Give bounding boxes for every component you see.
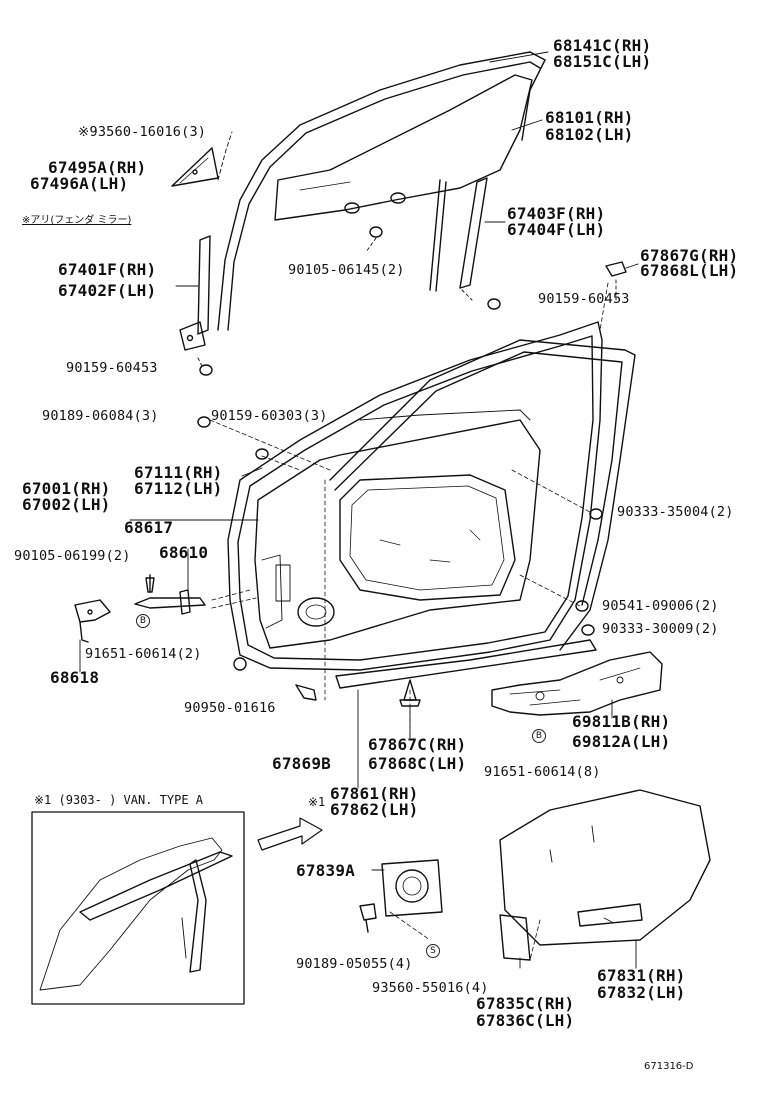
- label-90189-06084: 90189-06084(3): [42, 408, 159, 424]
- label-93560-55016: 93560-55016(4): [372, 980, 489, 996]
- label-90105-06145: 90105-06145(2): [288, 262, 405, 278]
- rear-division-bar: [429, 177, 501, 310]
- label-67002: 67002(LH): [22, 495, 111, 514]
- label-67835c: 67835C(RH): [476, 994, 575, 1013]
- label-67862: 67862(LH): [330, 800, 419, 819]
- label-68617: 68617: [124, 518, 174, 537]
- label-90541-09006: 90541-09006(2): [602, 598, 719, 614]
- door-weatherstrip: [227, 321, 636, 671]
- mirror-base: [171, 131, 233, 187]
- label-90333-30009: 90333-30009(2): [602, 621, 719, 637]
- label-90159-60453-lower: 90159-60453: [66, 360, 158, 376]
- label-90950-01616: 90950-01616: [184, 700, 276, 716]
- label-69811b: 69811B(RH): [572, 712, 671, 731]
- label-inset-van-type: ※1 (9303- ) VAN. TYPE A: [34, 793, 203, 807]
- label-68610: 68610: [159, 543, 209, 562]
- label-69812a: 69812A(LH): [572, 732, 671, 751]
- trim-sheet: [499, 789, 711, 961]
- clip: [605, 261, 627, 301]
- label-67832: 67832(LH): [597, 983, 686, 1002]
- label-67495a: 67495A(RH): [48, 158, 147, 177]
- fasteners: [197, 416, 603, 707]
- label-67869b: 67869B: [272, 754, 331, 773]
- label-67839a: 67839A: [296, 861, 355, 880]
- label-67001: 67001(RH): [22, 479, 111, 498]
- service-hole-cover: [359, 859, 443, 933]
- inset-arrow: [257, 817, 323, 851]
- belt-moulding: [335, 639, 597, 689]
- label-68618: 68618: [50, 668, 100, 687]
- label-67111: 67111(RH): [134, 463, 223, 482]
- label-67402f: 67402F(LH): [58, 281, 157, 300]
- label-67496a: 67496A(LH): [30, 174, 129, 193]
- label-68101: 68101(RH): [545, 108, 634, 127]
- marker-s-screw: S: [426, 944, 440, 958]
- marker-b-lock: B: [532, 729, 546, 743]
- front-division-bar: [179, 235, 213, 376]
- diagram-code: 671316-D: [644, 1061, 694, 1072]
- marker-b-hinge: B: [136, 614, 150, 628]
- label-90189-05055: 90189-05055(4): [296, 956, 413, 972]
- leader-solid-lines: [79, 51, 639, 969]
- label-91651-60614-8: 91651-60614(8): [484, 764, 601, 780]
- label-67404f: 67404F(LH): [507, 220, 606, 239]
- label-93560-16016: ※93560-16016(3): [78, 124, 207, 140]
- label-67403f: 67403F(RH): [507, 204, 606, 223]
- label-68141c: 68141C(RH): [553, 36, 652, 55]
- label-67112: 67112(LH): [134, 479, 223, 498]
- label-67401f: 67401F(RH): [58, 260, 157, 279]
- label-90159-60453-upper: 90159-60453: [538, 291, 630, 307]
- door-panel: [254, 409, 541, 649]
- glass-run: [217, 51, 546, 331]
- label-91651-60614-2: 91651-60614(2): [85, 646, 202, 662]
- label-90333-35004: 90333-35004(2): [617, 504, 734, 520]
- label-67831: 67831(RH): [597, 966, 686, 985]
- door-glass: [274, 74, 533, 221]
- label-90159-60303: 90159-60303(3): [211, 408, 328, 424]
- label-67836c: 67836C(LH): [476, 1011, 575, 1030]
- door-lock-assembly: [491, 651, 663, 716]
- label-star1: ※1: [308, 795, 326, 809]
- label-67868c: 67868C(LH): [368, 754, 467, 773]
- glass-bolts: [344, 192, 406, 253]
- label-90105-06199: 90105-06199(2): [14, 548, 131, 564]
- label-67861: 67861(RH): [330, 784, 419, 803]
- label-67867c: 67867C(RH): [368, 735, 467, 754]
- label-68151c: 68151C(LH): [553, 52, 652, 71]
- leader-lines: [209, 282, 609, 961]
- label-68102: 68102(LH): [545, 125, 634, 144]
- door-hinges: [74, 574, 317, 701]
- label-67867g: 67867G(RH): [640, 246, 739, 265]
- label-fender-mirror: ※アリ(フェンダ ミラー): [22, 215, 132, 226]
- inset-box: [31, 811, 245, 1005]
- label-67868l: 67868L(LH): [640, 261, 739, 280]
